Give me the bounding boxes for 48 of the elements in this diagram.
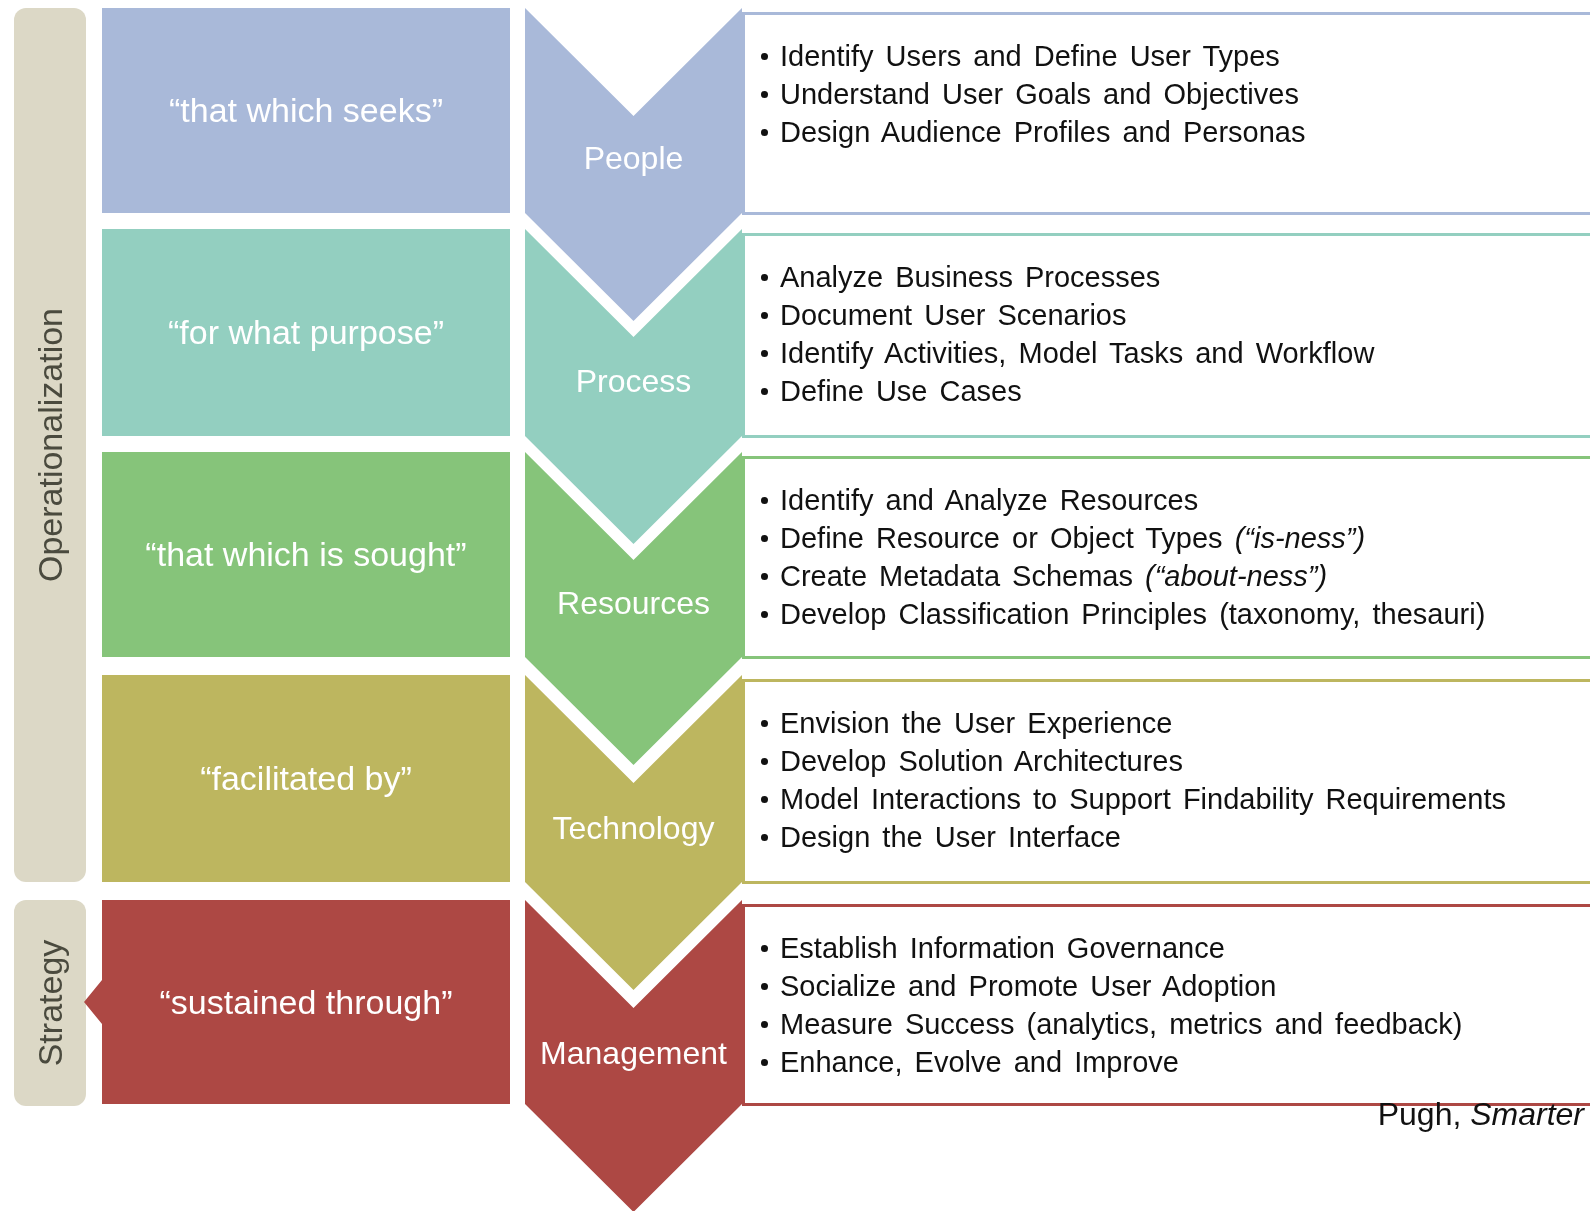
phrase-text: “sustained through” [159,982,453,1022]
bullet-item: Design Audience Profiles and Personas [780,116,1306,149]
bullet-item: Analyze Business Processes [780,261,1161,294]
bullet-item: Identify and Analyze Resources [780,484,1199,517]
bullet-list-box [742,233,1590,438]
chevron-label: Process [574,363,693,400]
phrase-text: “that which seeks” [169,91,443,130]
bullet-item: Socialize and Promote User Adoption [780,970,1277,1003]
chevron-shape [525,675,742,990]
bullet-item: Develop Solution Architectures [780,745,1183,778]
chevron-shape [525,229,742,544]
phrase-text: “that which is sought” [145,535,467,574]
band-label: Operationalization [30,307,70,583]
bullet-list-box [742,679,1590,884]
phrase-box [102,452,510,657]
bullet-item: Define Use Cases [780,375,1022,408]
phrase-box [102,675,510,882]
bullet-item: Develop Classification Principles (taxonomy, thesauri) [780,598,1486,631]
bullet-item: Measure Success (analytics, metrics and feedback) [780,1008,1463,1041]
side-band [14,900,86,1106]
bullet-item: Establish Information Governance [780,932,1225,965]
bullet-item: Create Metadata Schemas (“about-ness”) [780,560,1328,593]
bullet-item: Envision the User Experience [780,707,1173,740]
bullet-item: Enhance, Evolve and Improve [780,1046,1179,1079]
bullet-item: Understand User Goals and Objectives [780,78,1299,111]
bullet-list-box [742,456,1590,659]
chevron-label: People [582,140,685,177]
side-band [14,8,86,882]
chevron-label: Management [539,1035,728,1072]
bullet-item: Define Resource or Object Types (“is-ness”) [780,522,1366,555]
bullet-item: Document User Scenarios [780,299,1127,332]
chevron-label: Technology [551,810,716,847]
bullet-item: Model Interactions to Support Findability Requirements [780,783,1507,816]
phrase-box [102,229,510,436]
band-label: Strategy [30,939,70,1067]
chevron-label: Resources [556,585,711,622]
phrase-box [102,8,510,213]
chevron-shape [525,900,742,1211]
bullet-item: Identify Users and Define User Types [780,40,1280,73]
phrase-text: “for what purpose” [168,313,444,352]
bullet-item: Identify Activities, Model Tasks and Workflow [780,337,1375,370]
bullet-list-box [742,12,1590,215]
phrase-text: “facilitated by” [200,759,412,798]
chevron-shape [525,452,742,765]
bullet-item: Design the User Interface [780,821,1121,854]
citation-text: Pugh, Smarter [1377,1096,1584,1133]
chevron-shape [525,8,742,321]
phrase-box [84,900,510,1104]
